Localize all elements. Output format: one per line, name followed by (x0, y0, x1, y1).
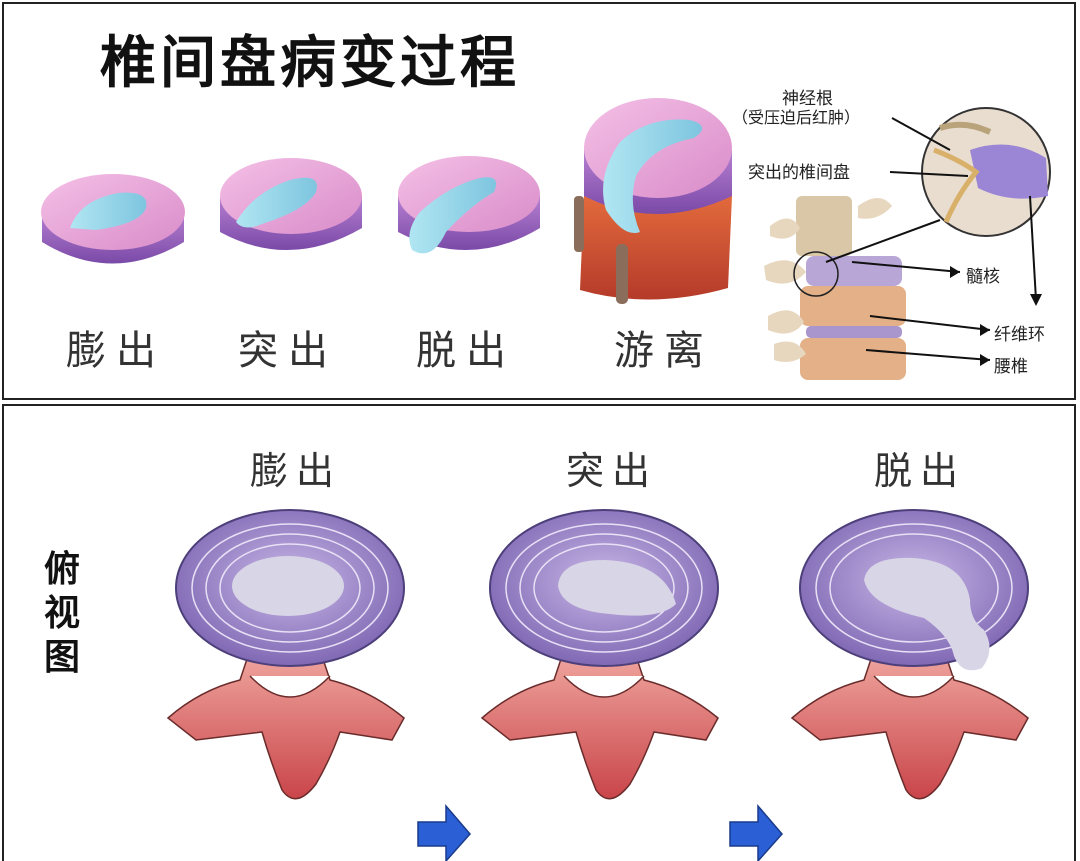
stage-label-protrusion: 突出 (238, 328, 338, 374)
topview-extrusion-illustration (790, 509, 1029, 800)
progress-arrow-2 (729, 803, 783, 861)
progress-arrow-1 (417, 803, 471, 861)
annotation-nucleus: 髓核 (966, 267, 1000, 287)
annotation-lumbar: 腰椎 (994, 357, 1028, 377)
top-view-char-1: 俯 (43, 549, 80, 590)
stage-label-extrusion: 脱出 (416, 328, 516, 374)
top-view-char-3: 图 (43, 637, 80, 678)
disc-extrusion-illustration (398, 156, 540, 254)
zoom-inset (921, 107, 1051, 237)
bottom-label-bulge: 膨出 (250, 449, 343, 493)
disc-protrusion-illustration (220, 158, 362, 251)
top-view-char-2: 视 (43, 593, 80, 634)
diagram-title: 椎间盘病变过程 (100, 31, 520, 96)
annotation-nerve-root-note: （受压迫后红肿） (732, 108, 861, 127)
bottom-label-protrusion: 突出 (566, 449, 659, 493)
annotation-nerve-root: 神经根 (782, 89, 833, 109)
annotation-pointers (825, 117, 1037, 361)
stage-label-sequestration: 游离 (614, 328, 714, 374)
disc-sequestration-illustration (574, 98, 732, 304)
annotation-herniated-disc: 突出的椎间盘 (748, 163, 850, 183)
disc-bulge-illustration (41, 174, 185, 264)
topview-protrusion-illustration (480, 509, 719, 800)
topview-bulge-illustration (166, 509, 405, 800)
annotation-annulus: 纤维环 (994, 325, 1045, 345)
annotation-arrowheads (950, 266, 1042, 366)
stage-label-bulge: 膨出 (66, 328, 166, 374)
bottom-label-extrusion: 脱出 (874, 449, 967, 493)
top-view-label: 俯 视 图 (40, 548, 84, 680)
